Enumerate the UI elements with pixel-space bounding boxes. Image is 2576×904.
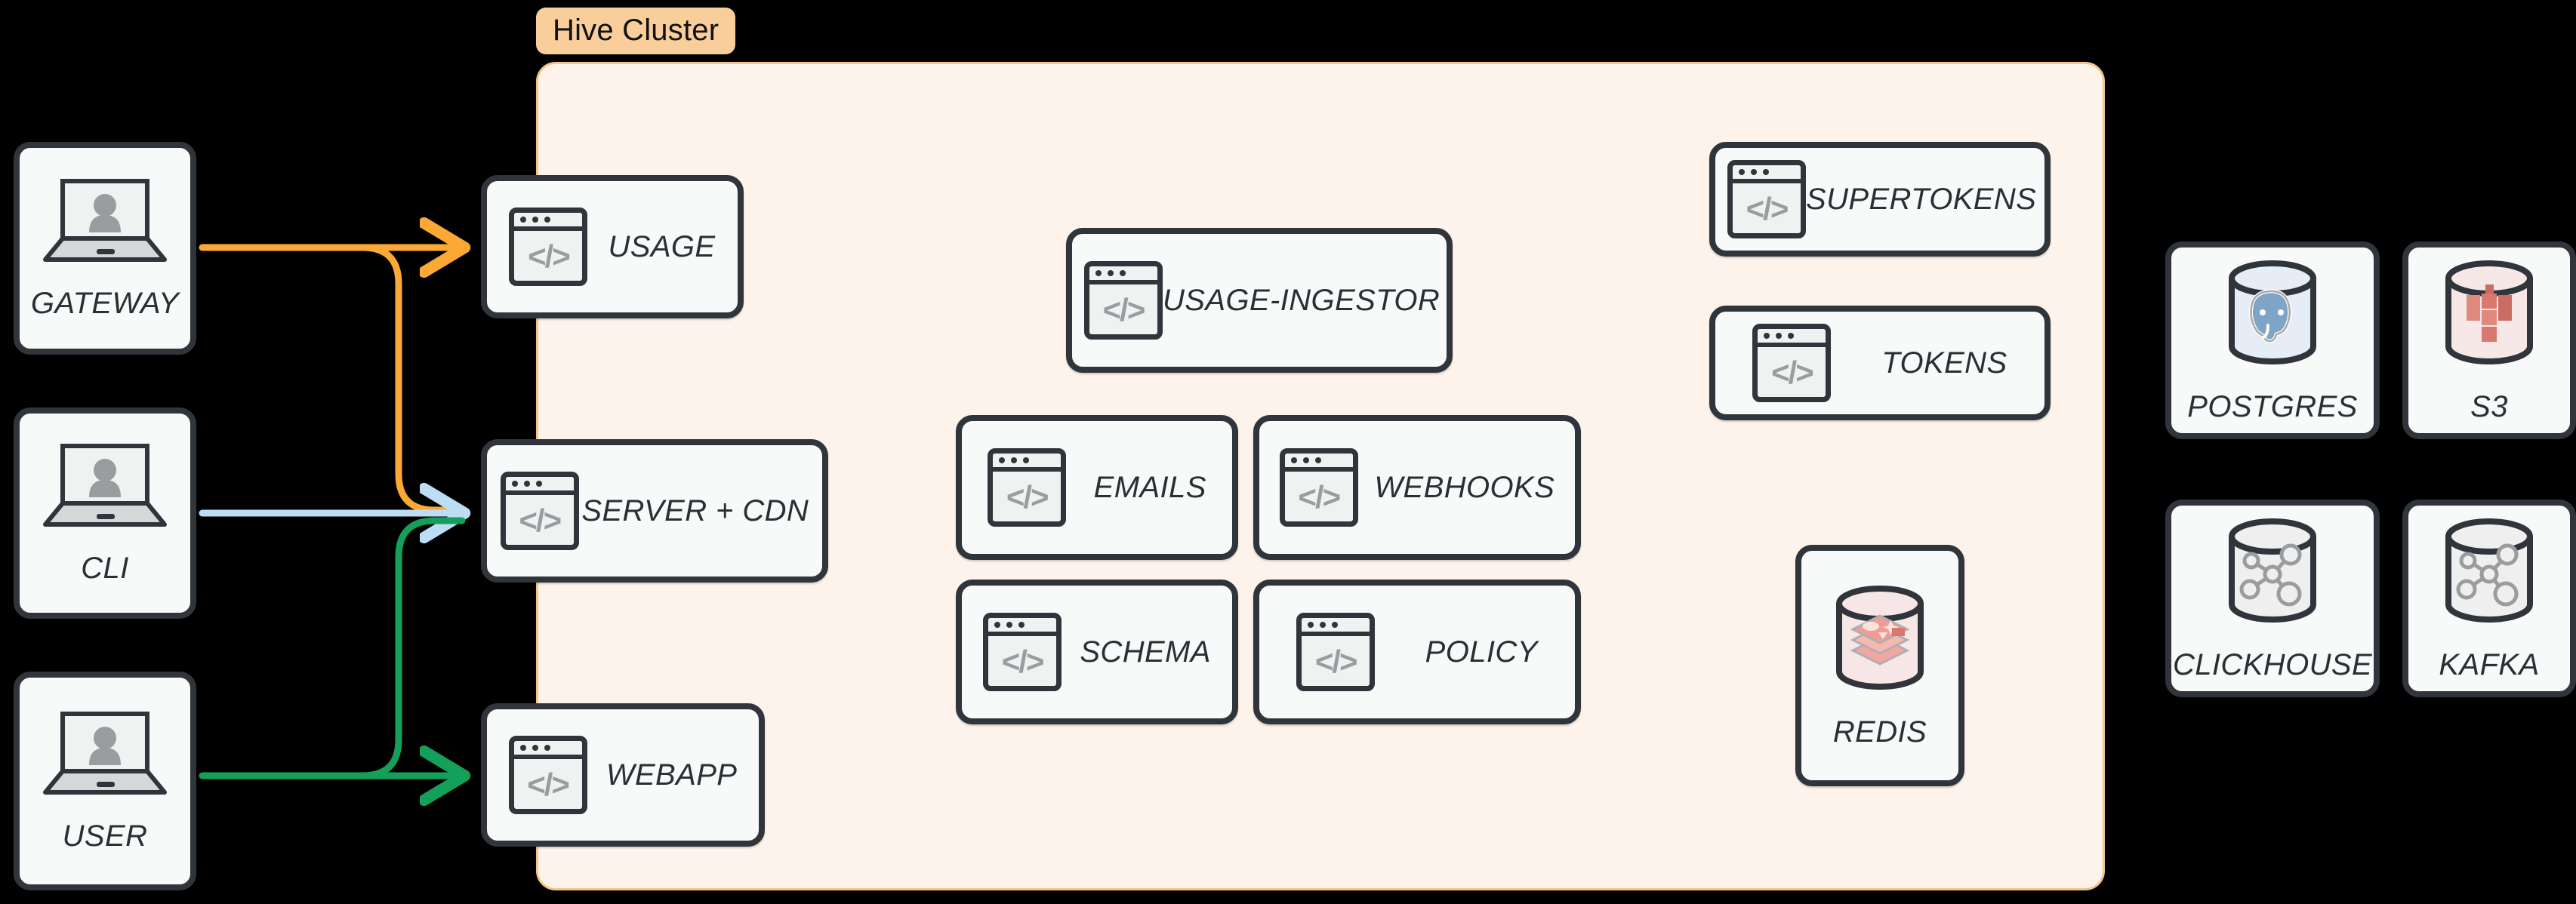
node-policy[interactable]: </> POLICY: [1253, 580, 1581, 724]
code-window-icon: </>: [1084, 261, 1163, 340]
postgres-database-icon: [2229, 260, 2316, 364]
code-window-icon: </>: [509, 208, 588, 286]
node-cli[interactable]: CLI: [14, 407, 196, 619]
node-postgres[interactable]: POSTGRES: [2165, 241, 2380, 439]
node-label: WEBHOOKS: [1374, 470, 1555, 504]
node-label: SUPERTOKENS: [1806, 182, 2037, 216]
node-label: SCHEMA: [1080, 635, 1211, 669]
node-label: USER: [62, 819, 148, 853]
node-usage[interactable]: </> USAGE: [481, 175, 744, 318]
node-label: TOKENS: [1881, 346, 2007, 380]
node-redis[interactable]: REDIS: [1795, 545, 1964, 786]
code-window-icon: </>: [988, 448, 1067, 527]
node-label: POLICY: [1425, 635, 1538, 669]
node-schema[interactable]: </> SCHEMA: [956, 580, 1238, 724]
code-window-icon: </>: [1279, 448, 1358, 527]
node-label: CLI: [81, 551, 129, 585]
node-label: SERVER + CDN: [581, 494, 809, 527]
node-label: USAGE: [608, 229, 716, 263]
code-window-icon: </>: [500, 472, 579, 550]
node-label: USAGE-INGESTOR: [1163, 283, 1441, 317]
node-webapp[interactable]: </> WEBAPP: [481, 703, 765, 847]
code-window-icon: </>: [1752, 324, 1832, 402]
laptop-user-icon: [43, 443, 167, 527]
node-supertokens[interactable]: </> SUPERTOKENS: [1709, 142, 2051, 257]
node-label: REDIS: [1832, 715, 1927, 749]
laptop-user-icon: [43, 178, 167, 262]
code-window-icon: </>: [508, 736, 587, 814]
clickhouse-database-icon: [2229, 518, 2316, 623]
node-label: S3: [2470, 389, 2508, 423]
node-label: CLICKHOUSE: [2172, 647, 2373, 681]
connector-user-to-server-cdn: [359, 517, 466, 779]
node-gateway[interactable]: GATEWAY: [14, 142, 196, 355]
kafka-database-icon: [2445, 518, 2533, 623]
node-label: GATEWAY: [30, 286, 180, 320]
node-label: POSTGRES: [2187, 389, 2358, 423]
node-label: EMAILS: [1093, 470, 1206, 504]
node-clickhouse[interactable]: CLICKHOUSE: [2165, 500, 2380, 697]
connector-gateway-to-server-cdn: [359, 244, 466, 514]
s3-database-icon: [2445, 260, 2533, 364]
laptop-user-icon: [43, 711, 167, 795]
redis-database-icon: [1836, 585, 1924, 690]
node-label: KAFKA: [2439, 647, 2540, 681]
node-usage-ingestor[interactable]: </> USAGE-INGESTOR: [1066, 228, 1453, 373]
node-label: WEBAPP: [605, 758, 738, 792]
hive-cluster-badge: Hive Cluster: [536, 8, 736, 54]
code-window-icon: </>: [983, 613, 1062, 691]
node-tokens[interactable]: </> TOKENS: [1709, 306, 2051, 420]
node-user[interactable]: USER: [14, 672, 196, 890]
node-kafka[interactable]: KAFKA: [2402, 500, 2576, 697]
node-emails[interactable]: </> EMAILS: [956, 415, 1238, 560]
node-s3[interactable]: S3: [2402, 241, 2576, 439]
node-server-cdn[interactable]: </> SERVER + CDN: [481, 439, 828, 583]
code-window-icon: </>: [1296, 613, 1376, 691]
code-window-icon: </>: [1727, 160, 1806, 238]
node-webhooks[interactable]: </> WEBHOOKS: [1253, 415, 1581, 560]
